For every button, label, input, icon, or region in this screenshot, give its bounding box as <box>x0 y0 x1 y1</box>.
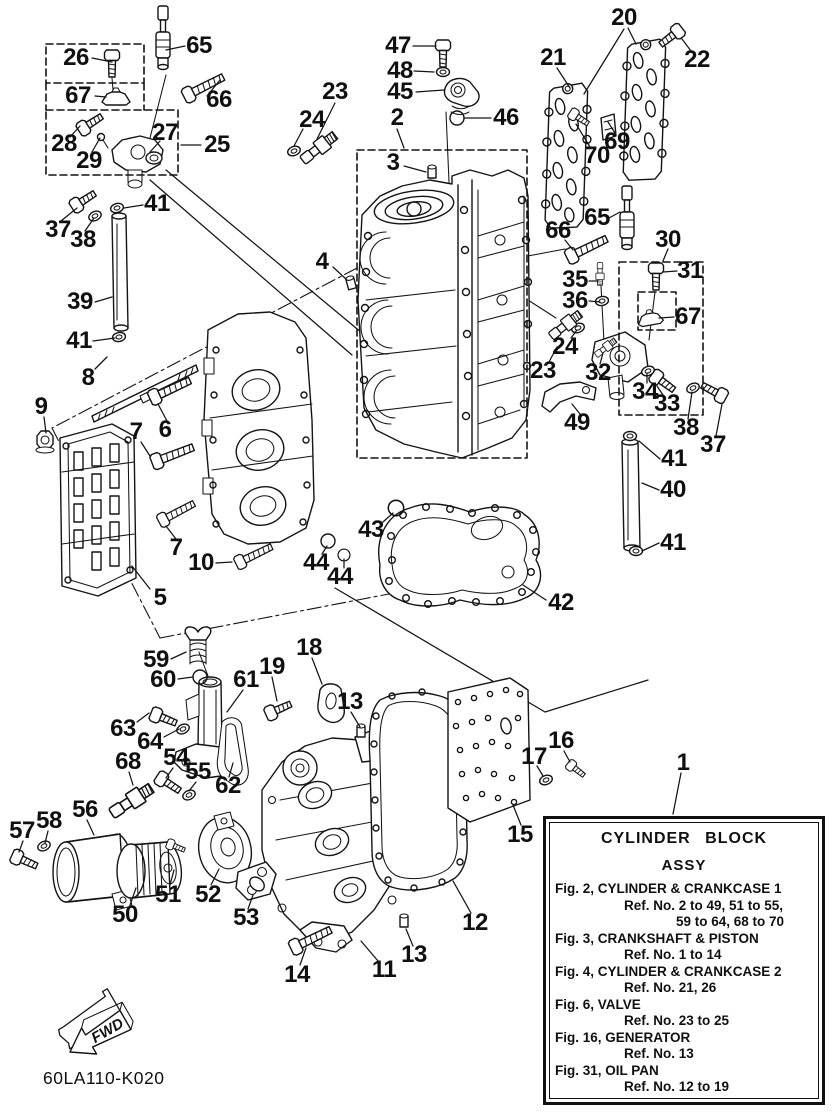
info-box-title: CYLINDER BLOCK <box>600 830 768 847</box>
ref-number-line: Ref. No. 1 to 14 <box>624 947 722 962</box>
figure-reference: Fig. 3, CRANKSHAFT & PISTON <box>555 930 759 946</box>
side-plate-20-art <box>619 38 670 181</box>
ref-number-line: Ref. No. 12 to 19 <box>624 1079 730 1094</box>
crankcase-half-art <box>201 311 315 545</box>
thumb-screw-59-art <box>184 626 212 665</box>
fitting-45-art <box>443 77 480 116</box>
grill-plate-art <box>59 423 137 597</box>
bracket-18-art <box>317 683 345 724</box>
figure-reference: Fig. 4, CYLINDER & CRANKCASE 2 <box>555 963 782 979</box>
tube-40-art <box>621 438 641 552</box>
end-plate-15-art <box>447 677 531 823</box>
gasket-62-art <box>216 717 249 786</box>
nut-9-art <box>35 430 55 454</box>
fwd-arrow: FWD <box>58 988 134 1055</box>
figure-reference: Fig. 16, GENERATOR <box>555 1029 691 1045</box>
cylinder-block-art <box>357 169 533 459</box>
info-box-inner: CYLINDER BLOCK ASSY Fig. 2, CYLINDER & C… <box>549 822 819 1099</box>
fasteners-art <box>8 5 731 957</box>
ref-number-line: 59 to 64, 68 to 70 <box>676 914 785 929</box>
ref-number-line: Ref. No. 13 <box>624 1046 694 1061</box>
leader-lines <box>18 27 723 966</box>
ref-number-line: Ref. No. 21, 26 <box>624 980 717 995</box>
figure-reference: Fig. 31, OIL PAN <box>555 1062 659 1078</box>
figure-reference: Fig. 6, VALVE <box>555 996 641 1012</box>
stay-49-art <box>541 381 597 413</box>
plate-clip-69-art <box>600 113 617 141</box>
gasket-42-art <box>378 503 542 609</box>
tube-39-art <box>111 212 129 332</box>
ref-number-line: Ref. No. 2 to 49, 51 to 55, <box>624 897 784 913</box>
figure-reference: Fig. 2, CYLINDER & CRANKCASE 1 <box>555 881 782 896</box>
clamp-assy-25-art <box>111 135 164 189</box>
oil-filter-50-art <box>116 841 183 899</box>
info-box-subtitle: ASSY <box>661 857 707 874</box>
ref-number-line: Ref. No. 23 to 25 <box>624 1013 730 1028</box>
info-box: CYLINDER BLOCK ASSY Fig. 2, CYLINDER & C… <box>543 816 825 1105</box>
fitting-right-art <box>591 331 649 401</box>
stud-8-art <box>91 364 199 423</box>
drawing-code: 60LA110-K020 <box>43 1068 165 1088</box>
dashed-group-boxes <box>45 43 704 459</box>
side-plate-21-art <box>540 82 592 229</box>
